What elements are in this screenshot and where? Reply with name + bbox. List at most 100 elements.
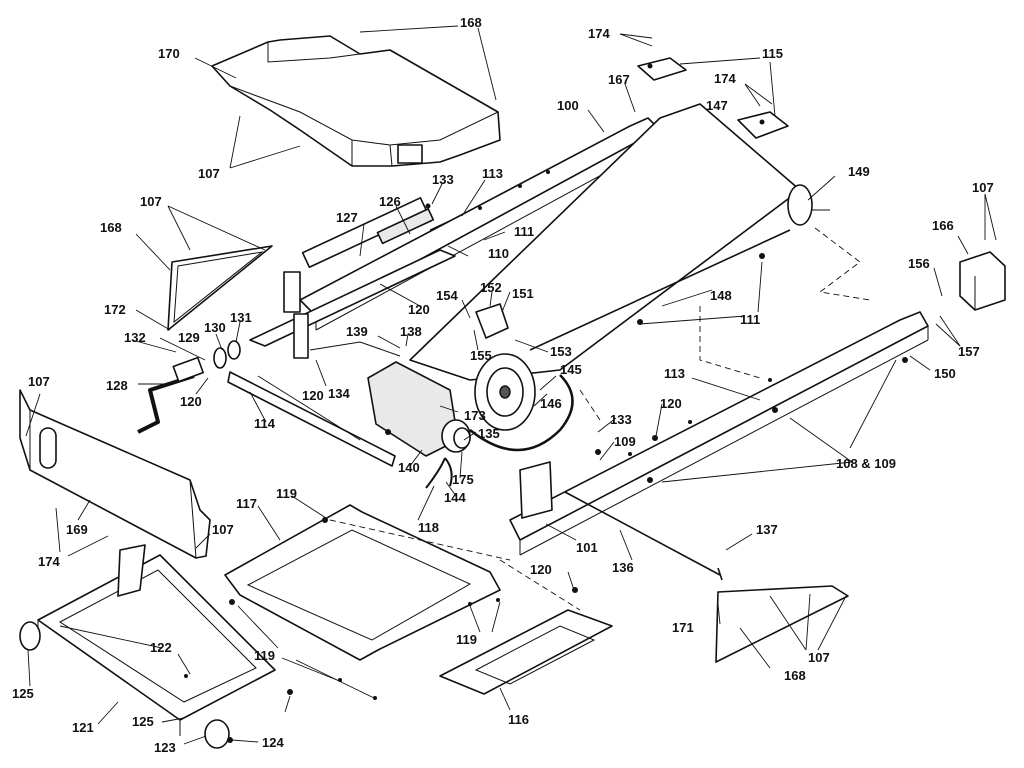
crank-assembly [137, 340, 241, 434]
callout-117: 117 [236, 496, 257, 511]
callout-168: 168 [784, 668, 806, 683]
front-shroud-panel [19, 389, 211, 559]
callout-113: 113 [482, 166, 503, 181]
right-side-guard [715, 585, 849, 663]
callout-124: 124 [262, 735, 284, 750]
callout-107: 107 [198, 166, 220, 181]
callout-127: 127 [336, 210, 358, 225]
wire-harness [425, 457, 453, 489]
callout-115: 115 [762, 46, 783, 61]
front-frame-assembly [227, 249, 456, 467]
assembly-dashed-lines [329, 227, 871, 611]
callout-153: 153 [550, 344, 572, 359]
callout-149: 149 [848, 164, 870, 179]
callout-122: 122 [150, 640, 172, 655]
motor-hood-cover [211, 35, 501, 167]
callout-119: 119 [276, 486, 297, 501]
fasteners [184, 63, 908, 743]
left-side-guard [167, 245, 273, 331]
callout-150: 150 [934, 366, 956, 381]
callout-174: 174 [38, 554, 60, 569]
callout-119: 119 [456, 632, 477, 647]
callout-138: 138 [400, 324, 422, 339]
callout-107: 107 [28, 374, 50, 389]
callout-111: 111 [514, 224, 534, 239]
callout-128: 128 [106, 378, 128, 393]
callout-129: 129 [178, 330, 200, 345]
callout-171: 171 [672, 620, 694, 635]
callout-134: 134 [328, 386, 350, 401]
leveler-foot [19, 621, 41, 651]
callout-133: 133 [610, 412, 632, 427]
callout-136: 136 [612, 560, 634, 575]
callout-147: 147 [706, 98, 728, 113]
callout-120: 120 [530, 562, 552, 577]
callout-123: 123 [154, 740, 176, 755]
callout-107: 107 [140, 194, 162, 209]
callout-139: 139 [346, 324, 368, 339]
transport-wheel [204, 719, 230, 749]
callout-120: 120 [660, 396, 682, 411]
callout-175: 175 [452, 472, 474, 487]
callout-144: 144 [444, 490, 466, 505]
callout-108-109: 108 & 109 [836, 456, 896, 471]
end-cap [959, 251, 1006, 311]
elevation-screw [301, 197, 461, 269]
base-frame [37, 544, 276, 736]
callout-111: 111 [740, 312, 760, 327]
callout-145: 145 [560, 362, 582, 377]
callout-155: 155 [470, 348, 492, 363]
callout-151: 151 [512, 286, 534, 301]
callout-120: 120 [302, 388, 324, 403]
callout-107: 107 [972, 180, 994, 195]
motor-bracket [475, 303, 509, 339]
right-side-rail [509, 311, 929, 556]
callout-130: 130 [204, 320, 226, 335]
callout-167: 167 [608, 72, 630, 87]
flywheel-pulley [469, 353, 574, 452]
callout-170: 170 [158, 46, 180, 61]
callout-173: 173 [464, 408, 486, 423]
callout-100: 100 [557, 98, 579, 113]
callout-174: 174 [588, 26, 610, 41]
callout-140: 140 [398, 460, 420, 475]
callout-146: 146 [540, 396, 562, 411]
callout-133: 133 [432, 172, 454, 187]
callout-113: 113 [664, 366, 685, 381]
callout-120: 120 [180, 394, 202, 409]
callout-135: 135 [478, 426, 500, 441]
callout-118: 118 [418, 520, 439, 535]
callout-116: 116 [508, 712, 529, 727]
callout-107: 107 [808, 650, 830, 665]
callout-125: 125 [12, 686, 34, 701]
callout-168: 168 [460, 15, 482, 30]
callout-166: 166 [932, 218, 954, 233]
callout-157: 157 [958, 344, 980, 359]
callout-152: 152 [480, 280, 502, 295]
callout-101: 101 [576, 540, 598, 555]
callout-119: 119 [254, 648, 275, 663]
callout-109: 109 [614, 434, 636, 449]
callout-131: 131 [230, 310, 252, 325]
callout-132: 132 [124, 330, 146, 345]
callout-107: 107 [212, 522, 234, 537]
callout-110: 110 [488, 246, 509, 261]
callout-labels: 168 170 107 174 115 174 167 100 147 149 … [12, 15, 994, 755]
callout-137: 137 [756, 522, 778, 537]
callout-169: 169 [66, 522, 88, 537]
callout-120: 120 [408, 302, 430, 317]
rear-roller-rod [529, 229, 791, 351]
callout-174: 174 [714, 71, 736, 86]
leader-lines [25, 25, 997, 745]
motor-mount-plate [224, 504, 501, 661]
cotter-pin [717, 567, 723, 581]
callout-114: 114 [254, 416, 276, 431]
callout-121: 121 [72, 720, 94, 735]
lower-plate [439, 609, 613, 695]
callout-154: 154 [436, 288, 458, 303]
callout-168: 168 [100, 220, 122, 235]
callout-126: 126 [379, 194, 401, 209]
callout-148: 148 [710, 288, 732, 303]
callout-172: 172 [104, 302, 126, 317]
